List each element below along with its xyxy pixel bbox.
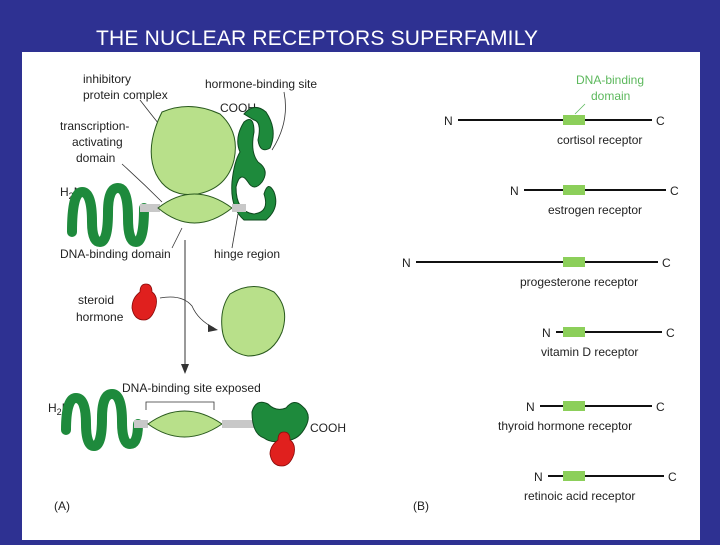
- linker-bottom: [134, 420, 148, 428]
- label-dna-binding: DNA-binding: [576, 73, 644, 87]
- dna-binding-domain-box: [563, 401, 585, 411]
- receptor-c-terminus: C: [662, 256, 671, 270]
- label-dna-binding-site-exposed: DNA-binding site exposed: [122, 381, 261, 395]
- receptor-name-label: progesterone receptor: [520, 275, 638, 289]
- receptor-c-terminus: C: [656, 400, 665, 414]
- hinge-top: [232, 204, 246, 212]
- hinge-bottom: [222, 420, 254, 428]
- hormone-binding-domain-bottom: [251, 401, 309, 443]
- label-dna-binding-domain: DNA-binding domain: [60, 247, 171, 261]
- panel-b-tag: (B): [413, 499, 429, 513]
- receptor-n-terminus: N: [510, 184, 519, 198]
- dna-binding-domain-box: [563, 257, 585, 267]
- receptor-c-terminus: C: [666, 326, 675, 340]
- linker-top: [140, 204, 160, 212]
- receptor-name-label: cortisol receptor: [557, 133, 642, 147]
- label-hormone: hormone: [76, 310, 124, 324]
- activation-domain-bottom: [61, 388, 143, 452]
- steroid-hormone-shape: [131, 283, 157, 321]
- receptor-n-terminus: N: [526, 400, 535, 414]
- receptor-name-label: retinoic acid receptor: [524, 489, 635, 503]
- label-protein-complex: protein complex: [83, 88, 168, 102]
- bracket-exposed-site: [145, 401, 215, 410]
- hormone-binding-domain-top: [231, 107, 277, 221]
- pointer-hormone-site: [271, 91, 286, 151]
- dna-binding-domain-box: [563, 185, 585, 195]
- activation-domain-top: [67, 182, 149, 248]
- label-cooh-bottom: COOH: [310, 421, 346, 435]
- hormone-arrow-head: [208, 324, 218, 332]
- receptor-name-label: vitamin D receptor: [541, 345, 638, 359]
- label-transcription: transcription-: [60, 119, 129, 133]
- label-steroid: steroid: [78, 293, 114, 307]
- dna-binding-domain-bottom: [147, 410, 223, 438]
- slide-title: THE NUCLEAR RECEPTORS SUPERFAMILY: [96, 27, 539, 50]
- receptor-name-label: thyroid hormone receptor: [498, 419, 632, 433]
- figure-panel: inhibitory protein complex hormone-bindi…: [22, 52, 700, 540]
- arrow-down-head: [181, 364, 189, 374]
- label-inhibitory: inhibitory: [83, 72, 131, 86]
- receptor-name-label: estrogen receptor: [548, 203, 642, 217]
- panel-a-tag: (A): [54, 499, 70, 513]
- label-activating: activating: [72, 135, 123, 149]
- bound-hormone-shape: [269, 431, 295, 467]
- panel-a: inhibitory protein complex hormone-bindi…: [48, 72, 346, 513]
- dna-binding-domain-box: [563, 327, 585, 337]
- receptor-c-terminus: C: [668, 470, 677, 484]
- dna-binding-domain-top: [157, 193, 233, 224]
- dna-label-pointer: [574, 103, 586, 115]
- label-domain: domain: [76, 151, 115, 165]
- receptor-c-terminus: C: [670, 184, 679, 198]
- receptor-n-terminus: N: [444, 114, 453, 128]
- pointer-transcription: [121, 163, 163, 203]
- label-dna-domain: domain: [591, 89, 630, 103]
- pointer-hinge: [231, 213, 239, 249]
- receptor-n-terminus: N: [534, 470, 543, 484]
- pointer-dna-domain: [171, 227, 183, 249]
- inhibitory-protein-blob: [150, 106, 236, 196]
- receptor-diagram: inhibitory protein complex hormone-bindi…: [48, 72, 679, 513]
- label-hinge-region: hinge region: [214, 247, 280, 261]
- receptor-n-terminus: N: [402, 256, 411, 270]
- released-inhibitory-blob: [221, 286, 286, 357]
- label-hormone-binding-site: hormone-binding site: [205, 77, 317, 91]
- receptor-n-terminus: N: [542, 326, 551, 340]
- dna-binding-domain-box: [563, 471, 585, 481]
- hormone-arrow: [159, 296, 215, 329]
- dna-binding-domain-box: [563, 115, 585, 125]
- receptor-c-terminus: C: [656, 114, 665, 128]
